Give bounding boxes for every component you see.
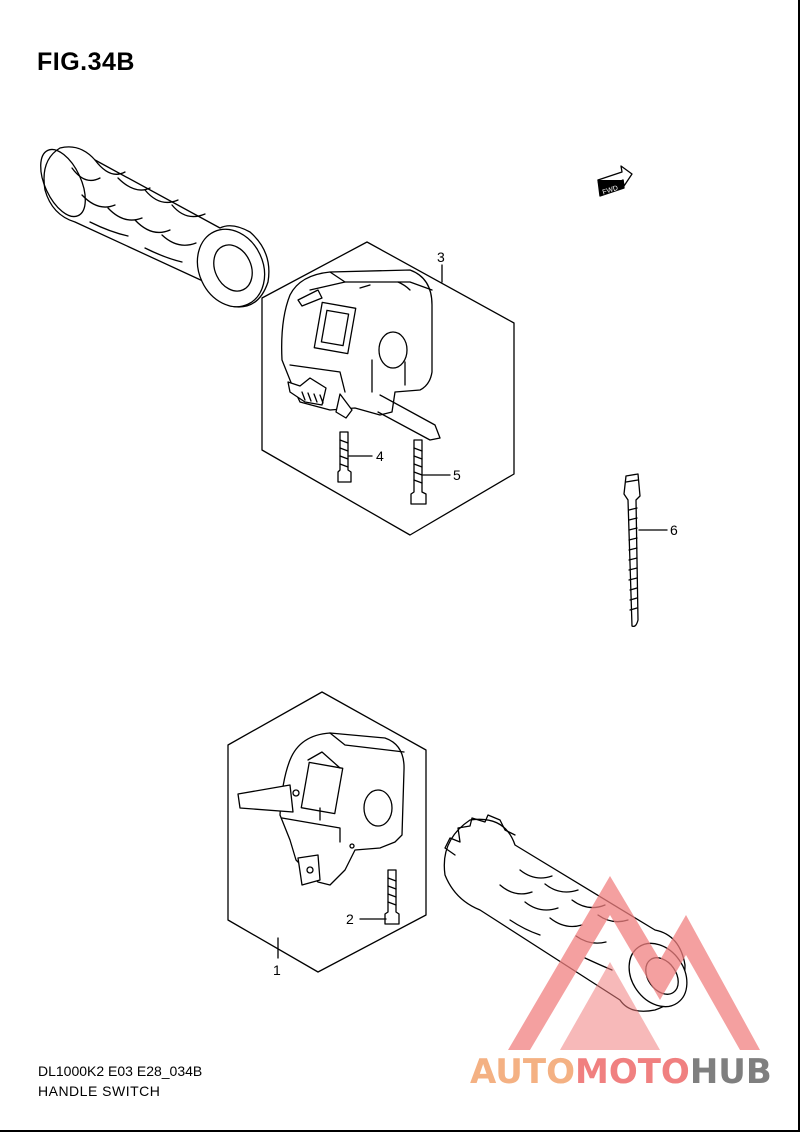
fwd-label: FWD — [602, 185, 619, 197]
callout-6: 6 — [638, 522, 678, 538]
right-handle-switch[interactable] — [281, 269, 441, 441]
watermark-part-3: HUB — [690, 1052, 772, 1092]
upper-assembly-outline — [261, 241, 515, 536]
callout-6-number: 6 — [670, 522, 678, 538]
callout-2-number: 2 — [346, 911, 354, 927]
watermark-part-2: MOTO — [575, 1052, 690, 1092]
callout-4-number: 4 — [376, 448, 384, 464]
left-grip[interactable] — [31, 143, 276, 318]
left-handle-switch[interactable] — [237, 732, 405, 886]
svg-text:AUTOMOTOHUB: AUTOMOTOHUB — [470, 1052, 772, 1092]
callout-1: 1 — [273, 937, 281, 978]
watermark-part-1: AUTO — [470, 1052, 575, 1092]
callout-3: 3 — [437, 249, 445, 283]
figure-title: FIG.34B — [37, 48, 135, 76]
callout-2: 2 — [346, 911, 387, 927]
screw-5[interactable] — [410, 439, 427, 505]
figure-caption: HANDLE SWITCH — [38, 1083, 161, 1099]
screw-4[interactable] — [337, 431, 352, 483]
screw-2[interactable] — [384, 869, 400, 925]
model-code: DL1000K2 E03 E28_034B — [38, 1063, 203, 1079]
watermark-logo: AUTOMOTOHUB — [470, 876, 772, 1092]
fwd-arrow-icon: FWD — [597, 165, 633, 197]
callout-5-number: 5 — [453, 467, 461, 483]
callout-5: 5 — [422, 467, 461, 483]
callout-4: 4 — [348, 448, 384, 464]
cable-tie[interactable] — [623, 473, 641, 628]
lower-assembly-outline — [227, 691, 427, 973]
callout-3-number: 3 — [437, 249, 445, 265]
callout-1-number: 1 — [273, 962, 281, 978]
